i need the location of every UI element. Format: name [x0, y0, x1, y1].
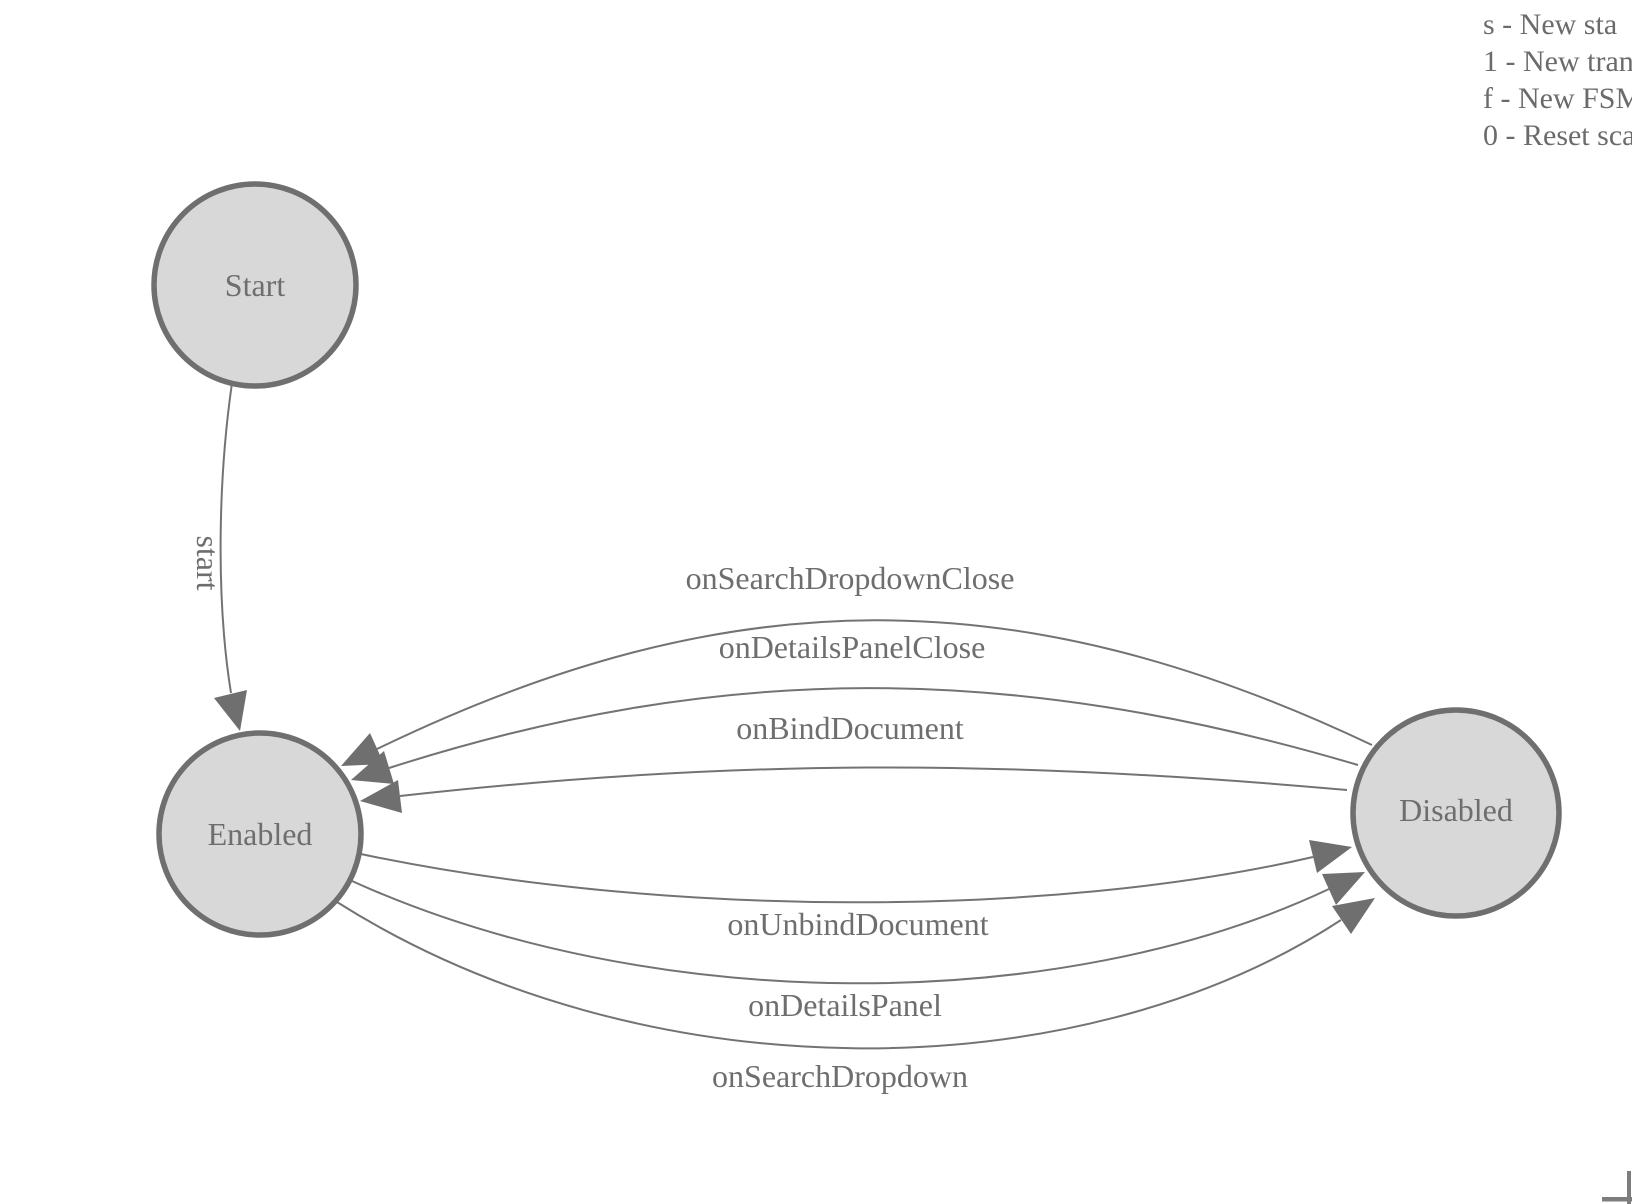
arrowhead-onSearchDropdownClose	[341, 733, 384, 766]
edge-label-onDetailsPanelClose: onDetailsPanelClose	[719, 629, 986, 665]
frame-corner-mark	[1602, 1171, 1632, 1204]
edge-onSearchDropdown[interactable]	[336, 901, 1342, 1050]
edge-onDetailsPanelClose[interactable]	[388, 687, 1359, 769]
legend-line-new-state: s - New sta	[1483, 8, 1617, 41]
arrowhead-onDetailsPanel	[1322, 872, 1365, 905]
arrowheads-group	[214, 690, 1375, 934]
legend-line-new-fsm: f - New FSM	[1483, 82, 1632, 115]
edge-onBindDocument[interactable]	[399, 766, 1348, 797]
frame-corner-horizontal-line	[1602, 1197, 1632, 1202]
arrowhead-onUnbindDocument	[1309, 840, 1352, 873]
edge-label-onSearchDropdown: onSearchDropdown	[712, 1058, 968, 1094]
arrowhead-onSearchDropdown	[1332, 898, 1375, 934]
arrowhead-onDetailsPanelClose	[351, 751, 394, 784]
legend-line-new-transition: 1 - New tran	[1483, 45, 1632, 78]
edge-onSearchDropdownClose[interactable]	[376, 619, 1373, 750]
legend-line-reset: 0 - Reset sca	[1483, 119, 1632, 152]
edge-onUnbindDocument[interactable]	[355, 852, 1314, 904]
frame-corner-vertical-line	[1627, 1171, 1631, 1204]
state-start-label: Start	[225, 267, 286, 303]
edge-label-onDetailsPanel: onDetailsPanel	[748, 987, 942, 1023]
state-disabled-label: Disabled	[1399, 792, 1513, 828]
edge-labels-group: start onSearchDropdownClose onDetailsPan…	[190, 535, 1014, 1094]
state-start[interactable]	[151, 181, 359, 389]
edge-start[interactable]	[219, 382, 233, 694]
state-disabled[interactable]	[1350, 707, 1562, 919]
state-labels-group: Start Enabled Disabled	[208, 267, 1513, 852]
state-enabled[interactable]	[156, 730, 364, 938]
arrowhead-onBindDocument	[360, 780, 402, 813]
edges-group	[219, 382, 1373, 1050]
edge-label-start: start	[190, 535, 226, 590]
edge-label-onSearchDropdownClose: onSearchDropdownClose	[686, 560, 1015, 596]
arrowhead-start	[214, 690, 247, 731]
shortcut-legend: s - New sta 1 - New tran f - New FSM 0 -…	[1483, 8, 1632, 152]
states-group	[151, 181, 1562, 938]
edge-label-onUnbindDocument: onUnbindDocument	[727, 906, 988, 942]
state-enabled-label: Enabled	[208, 816, 313, 852]
edge-onDetailsPanel[interactable]	[351, 880, 1330, 985]
edge-label-onBindDocument: onBindDocument	[736, 710, 964, 746]
